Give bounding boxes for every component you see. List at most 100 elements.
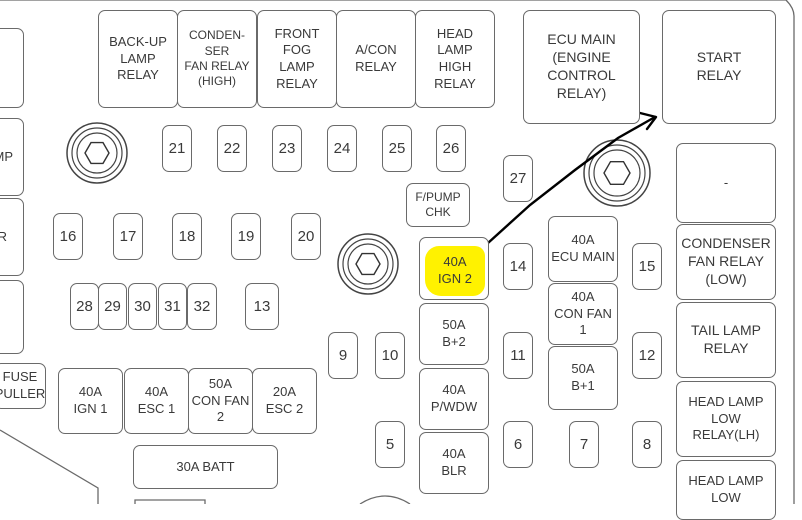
fuse-27: 27 xyxy=(503,155,533,202)
bolt-center xyxy=(337,233,399,295)
fuse-40a-ign2: 40A IGN 2 xyxy=(419,237,489,300)
fuse-12: 12 xyxy=(632,332,662,379)
fuse-5: 5 xyxy=(375,421,405,468)
fuse-label: F/PUMP CHK xyxy=(415,189,461,219)
fuse-30: 30 xyxy=(128,283,157,330)
fuse-label: FUSE PULLER xyxy=(0,369,46,401)
fuse-30a-batt: 30A BATT xyxy=(133,445,278,489)
relay-tail-lamp: TAIL LAMP RELAY xyxy=(676,302,776,378)
fuse-19: 19 xyxy=(231,213,261,260)
fuse-40a-con-fan-1: 40A CON FAN 1 xyxy=(548,283,618,345)
fuse-10: 10 xyxy=(375,332,405,379)
bolt-left xyxy=(66,122,128,184)
fuse-13: 13 xyxy=(245,283,279,330)
left-partial-box-top xyxy=(0,28,24,108)
fuse-number: 7 xyxy=(579,435,589,453)
fuse-number: 13 xyxy=(253,297,271,315)
fuse-number: 15 xyxy=(638,257,656,275)
bolt-right xyxy=(583,139,651,207)
fuse-9: 9 xyxy=(328,332,358,379)
annotation-arrow xyxy=(486,111,658,245)
bottom-bolt-partial xyxy=(359,495,411,504)
fuse-15: 15 xyxy=(632,243,662,290)
fuse-21: 21 xyxy=(162,125,192,172)
fuse-number: 30 xyxy=(134,297,151,315)
relay-label: CONDEN- SER FAN RELAY (HIGH) xyxy=(184,28,250,89)
fuse-22: 22 xyxy=(217,125,247,172)
relay-ecu-main: ECU MAIN (ENGINE CONTROL RELAY) xyxy=(523,10,640,124)
bottom-box-partial xyxy=(134,499,206,504)
fuse-number: 16 xyxy=(59,227,77,245)
relay-condenser-fan-low: CONDENSER FAN RELAY (LOW) xyxy=(676,224,776,300)
fuse-number: 21 xyxy=(168,139,186,157)
fuse-number: 12 xyxy=(638,346,656,364)
fuse-number: 11 xyxy=(510,346,526,364)
fuse-18: 18 xyxy=(172,213,202,260)
fuse-number: 32 xyxy=(193,297,211,315)
relay-label: START RELAY xyxy=(696,49,742,83)
fuse-31: 31 xyxy=(158,283,187,330)
fuse-label: 50A CON FAN 2 xyxy=(191,376,250,425)
fuse-25: 25 xyxy=(382,125,412,172)
relay-label: HEAD LAMP HIGH RELAY xyxy=(434,25,476,91)
fuse-number: 5 xyxy=(385,435,395,453)
case-outline xyxy=(0,0,795,504)
fuse-number: 29 xyxy=(104,297,121,315)
fuse-40a-esc1: 40A ESC 1 xyxy=(124,368,189,434)
fuse-7: 7 xyxy=(569,421,599,468)
fuse-number: 27 xyxy=(509,169,527,187)
relay-start: START RELAY xyxy=(662,10,776,124)
fuse-29: 29 xyxy=(98,283,127,330)
relay-label: TAIL LAMP RELAY xyxy=(690,322,762,356)
fuse-label: 50A B+1 xyxy=(571,361,595,393)
fuse-puller: FUSE PULLER xyxy=(0,363,46,409)
fuse-40a-ign1: 40A IGN 1 xyxy=(58,368,123,434)
fuse-number: 14 xyxy=(509,257,527,275)
relay-label: ECU MAIN (ENGINE CONTROL RELAY) xyxy=(547,31,616,101)
fuse-label: 30A BATT xyxy=(176,458,235,474)
fuse-50a-b2: 50A B+2 xyxy=(419,303,489,365)
fuse-number: 26 xyxy=(442,139,460,157)
left-partial-label-r: R xyxy=(0,229,7,246)
fuse-50a-b1: 50A B+1 xyxy=(548,346,618,410)
fuse-50a-con-fan-2: 50A CON FAN 2 xyxy=(188,368,253,434)
fuse-40a-blr: 40A BLR xyxy=(419,432,489,494)
case-edge xyxy=(0,429,99,504)
relay-label: A/CON RELAY xyxy=(355,42,397,74)
relay-label: CONDENSER FAN RELAY (LOW) xyxy=(681,235,771,287)
fuse-number: 20 xyxy=(297,227,315,245)
fuse-number: 25 xyxy=(388,139,406,157)
fuse-17: 17 xyxy=(113,213,143,260)
left-partial-label: MP xyxy=(0,148,13,164)
relay-label: HEAD LAMP LOW RELAY(LH) xyxy=(688,394,764,443)
relay-acon: A/CON RELAY xyxy=(336,10,416,108)
relay-front-fog-lamp: FRONT FOG LAMP RELAY xyxy=(257,10,337,108)
fuse-number: 19 xyxy=(237,227,255,245)
fuse-label: 50A B+2 xyxy=(442,317,466,349)
relay-label: BACK-UP LAMP RELAY xyxy=(109,34,167,83)
relay-head-lamp-low-partial: HEAD LAMP LOW xyxy=(676,460,776,520)
relay-label: FRONT FOG LAMP RELAY xyxy=(274,25,320,91)
fuse-20a-esc2: 20A ESC 2 xyxy=(252,368,317,434)
relay-label: HEAD LAMP LOW xyxy=(688,473,764,505)
fuse-number: 9 xyxy=(338,346,348,364)
relay-label: - xyxy=(723,174,729,190)
fuse-number: 24 xyxy=(333,139,351,157)
fuse-label: 40A ECU MAIN xyxy=(551,232,615,264)
fuse-40a-pwdw: 40A P/WDW xyxy=(419,368,489,430)
relay-condenser-fan-high: CONDEN- SER FAN RELAY (HIGH) xyxy=(177,10,257,108)
fuse-28: 28 xyxy=(70,283,99,330)
fuse-number: 8 xyxy=(642,435,652,453)
fuse-40a-ecu-main: 40A ECU MAIN xyxy=(548,216,618,282)
left-partial-relay-box: R xyxy=(0,198,24,276)
fuse-fpump-check: F/PUMP CHK xyxy=(406,183,470,227)
fuse-23: 23 xyxy=(272,125,302,172)
fuse-label: 40A CON FAN 1 xyxy=(554,289,612,338)
fuse-label: 40A ESC 1 xyxy=(137,384,176,416)
fuse-label: 40A P/WDW xyxy=(430,382,478,414)
fuse-number: 18 xyxy=(178,227,196,245)
fuse-number: 6 xyxy=(513,435,523,453)
relay-head-lamp-high: HEAD LAMP HIGH RELAY xyxy=(415,10,495,108)
fuse-number: 17 xyxy=(119,227,137,245)
fuse-number: 28 xyxy=(76,297,93,315)
